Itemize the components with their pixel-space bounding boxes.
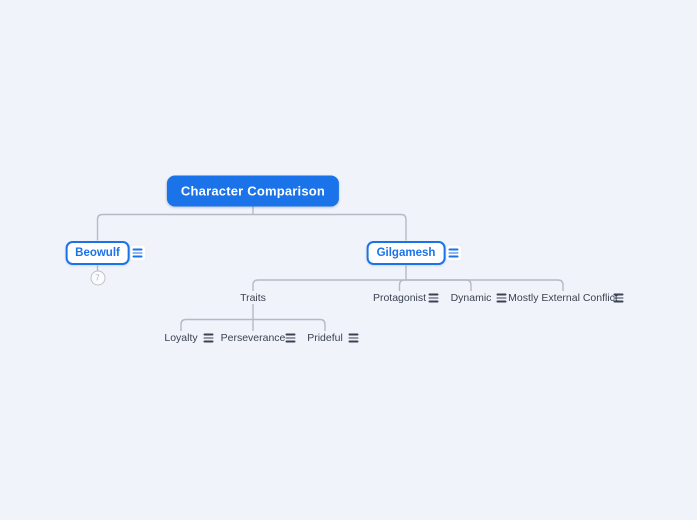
collapsed-children-badge[interactable]: 7 [90,270,105,286]
hamburger-menu-icon[interactable] [446,245,461,261]
menu-bar [132,248,143,251]
connector-line [96,213,253,241]
menu-bar [613,300,624,303]
mindmap-node-prideful[interactable]: Prideful [307,332,343,344]
mindmap-node-beowulf[interactable]: Beowulf [65,241,130,265]
menu-bar [348,333,359,336]
menu-bar [348,337,359,339]
connector-line [253,213,407,241]
connector-line [406,279,472,291]
connector-line [406,279,564,291]
mindmap-node-dynamic[interactable]: Dynamic [450,292,492,304]
menu-bar [496,297,507,299]
connector-line [398,279,406,291]
hamburger-menu-icon[interactable] [201,331,216,346]
mindmap-node-character-comparison[interactable]: Character Comparison [166,175,340,207]
menu-bar [448,248,459,251]
hamburger-menu-icon[interactable] [494,291,509,306]
menu-bar [348,340,359,343]
menu-bar [132,252,143,254]
connector-line [252,279,406,291]
menu-bar [448,252,459,254]
menu-bar [496,300,507,303]
hamburger-menu-icon[interactable] [426,291,441,306]
mindmap-node-gilgamesh[interactable]: Gilgamesh [366,241,446,265]
menu-bar [203,340,213,343]
hamburger-menu-icon[interactable] [130,245,145,261]
mindmap-node-mostly-external-conflict[interactable]: Mostly External Conflict [508,292,618,304]
menu-bar [428,293,439,296]
menu-bar [203,337,213,339]
mindmap-node-perseverance[interactable]: Perseverance [220,332,286,344]
hamburger-menu-icon[interactable] [283,331,298,346]
hamburger-menu-icon[interactable] [611,291,626,306]
menu-bar [285,340,296,343]
mindmap-node-protagonist[interactable]: Protagonist [372,292,427,304]
menu-bar [428,297,439,299]
mindmap-node-loyalty[interactable]: Loyalty [164,332,198,344]
menu-bar [203,333,213,336]
menu-bar [613,297,624,299]
menu-bar [613,293,624,296]
connector-line [180,318,253,331]
menu-bar [448,255,459,258]
menu-bar [496,293,507,296]
menu-bar [285,337,296,339]
menu-bar [132,255,143,258]
connector-line [253,318,326,331]
menu-bar [285,333,296,336]
mindmap-node-traits[interactable]: Traits [240,292,266,304]
hamburger-menu-icon[interactable] [346,331,361,346]
menu-bar [428,300,439,303]
